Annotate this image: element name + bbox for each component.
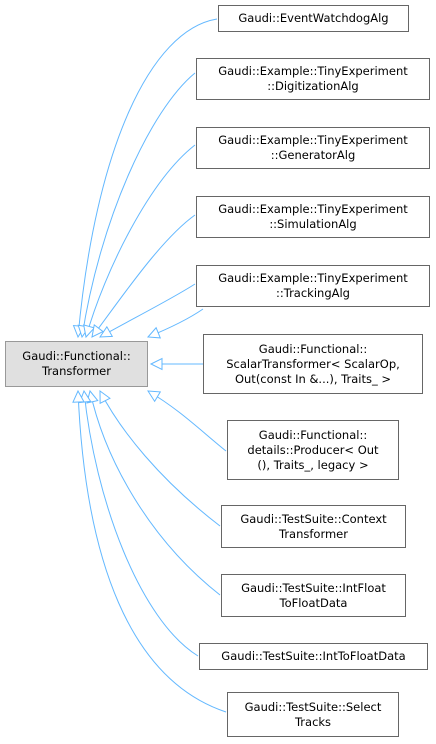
derived-class-name-line: details::Producer< Out <box>247 442 379 457</box>
base-class-node: Gaudi::Functional:: Transformer <box>5 341 148 387</box>
derived-class-name-line: Gaudi::TestSuite::Select <box>244 699 382 714</box>
inheritance-edge <box>77 18 218 338</box>
derived-class-name-line: Gaudi::TestSuite::Context <box>240 511 387 526</box>
derived-class-name-line: ::TrackingAlg <box>276 286 350 300</box>
inheritance-edge <box>99 390 221 527</box>
derived-class-name-line: Gaudi::Functional:: <box>258 341 368 356</box>
derived-class-node[interactable]: Gaudi::Example::TinyExperiment ::Digitiz… <box>196 58 430 100</box>
derived-class-node[interactable]: Gaudi::TestSuite::IntFloat ToFloatData <box>221 574 406 617</box>
inheritance-edge <box>77 390 227 713</box>
inheritance-edges <box>72 18 227 713</box>
inheritance-edge <box>81 72 196 338</box>
inheritance-arrowhead <box>91 324 104 338</box>
derived-class-name-line: (), Traits_, legacy > <box>257 457 369 472</box>
derived-class-name-line: Gaudi::Example::TinyExperiment <box>218 271 408 285</box>
derived-class-node[interactable]: Gaudi::Example::TinyExperiment ::Generat… <box>196 127 430 169</box>
derived-class-name-line: Out(const In &...), Traits_ > <box>234 371 392 386</box>
derived-class-name-line: ToFloatData <box>279 595 348 610</box>
inheritance-edge <box>147 390 227 452</box>
derived-class-name-line: Gaudi::Example::TinyExperiment <box>218 64 408 78</box>
inheritance-arrowhead <box>99 390 111 405</box>
inheritance-edge <box>85 144 196 338</box>
derived-class-node[interactable]: Gaudi::Example::TinyExperiment ::Trackin… <box>196 265 430 307</box>
derived-class-node[interactable]: Gaudi::TestSuite::IntToFloatData <box>199 643 428 670</box>
derived-class-name-line: Gaudi::TestSuite::IntFloat <box>241 580 386 595</box>
derived-class-node[interactable]: Gaudi::Example::TinyExperiment ::Simulat… <box>196 196 430 238</box>
derived-class-node[interactable]: Gaudi::TestSuite::Context Transformer <box>221 505 406 548</box>
base-class-name-line-2: Transformer <box>41 364 111 378</box>
inheritance-arrowhead <box>99 325 114 338</box>
inheritance-edge <box>91 214 196 338</box>
derived-class-name-line: ::DigitizationAlg <box>267 79 359 93</box>
inheritance-arrowhead <box>147 390 162 403</box>
derived-class-node[interactable]: Gaudi::Functional:: details::Producer< O… <box>227 420 399 480</box>
derived-class-name-line: ::SimulationAlg <box>269 217 357 231</box>
derived-class-name-line: Gaudi::TestSuite::IntToFloatData <box>221 649 406 663</box>
inheritance-arrowhead <box>146 326 162 339</box>
derived-class-name-line: Gaudi::Functional:: <box>258 427 368 442</box>
derived-class-name-line: Transformer <box>278 526 348 541</box>
derived-class-name-line: Tracks <box>294 714 332 729</box>
inheritance-edge <box>99 283 196 338</box>
derived-class-name-line: ScalarTransformer< ScalarOp, <box>226 356 400 371</box>
inheritance-arrowhead <box>149 357 163 371</box>
inheritance-arrowhead <box>72 389 85 403</box>
inheritance-edge <box>89 390 221 596</box>
derived-class-node[interactable]: Gaudi::Functional:: ScalarTransformer< S… <box>203 334 423 394</box>
inheritance-arrowhead <box>83 324 96 339</box>
derived-class-node[interactable]: Gaudi::EventWatchdogAlg <box>218 5 409 32</box>
derived-class-node[interactable]: Gaudi::TestSuite::Select Tracks <box>227 692 399 737</box>
inheritance-edge <box>83 390 199 657</box>
derived-class-name-line: ::GeneratorAlg <box>270 148 356 162</box>
derived-class-name-line: Gaudi::EventWatchdogAlg <box>238 11 389 25</box>
derived-class-name-line: Gaudi::Example::TinyExperiment <box>218 133 408 147</box>
base-class-name-line-1: Gaudi::Functional:: <box>22 349 131 363</box>
derived-class-name-line: Gaudi::Example::TinyExperiment <box>218 202 408 216</box>
